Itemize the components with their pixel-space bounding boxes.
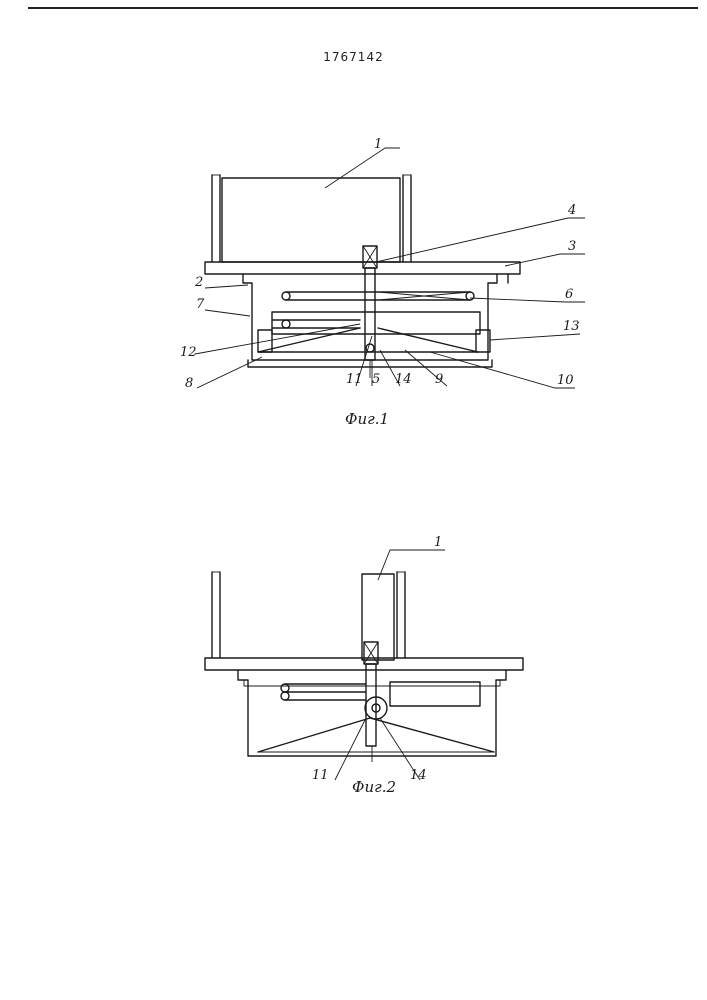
label-1-fig2: 1 [434, 535, 442, 550]
label-9: 9 [435, 372, 443, 387]
label-3: 3 [568, 239, 576, 254]
label-4: 4 [567, 203, 576, 218]
figure-2: 1 11 14 Фиг.2 [205, 535, 523, 796]
spring-6 [286, 292, 470, 300]
figure-2-caption: Фиг.2 [352, 778, 396, 796]
label-6: 6 [565, 287, 573, 302]
label-14: 14 [395, 372, 412, 387]
label-7: 7 [196, 297, 205, 312]
block-7 [272, 312, 480, 334]
label-1: 1 [374, 137, 382, 152]
container-1 [222, 178, 400, 262]
left-wall [212, 175, 220, 262]
label-10: 10 [557, 373, 574, 388]
label-2: 2 [194, 275, 203, 290]
label-11: 11 [346, 372, 363, 387]
label-11-fig2: 11 [312, 768, 329, 783]
label-5: 5 [372, 372, 380, 387]
label-12: 12 [180, 345, 197, 360]
label-13: 13 [563, 319, 580, 334]
label-8: 8 [185, 376, 193, 391]
figure-1-caption: Фиг.1 [345, 410, 389, 428]
right-wall [403, 175, 411, 262]
label-14-fig2: 14 [410, 768, 427, 783]
figure-1: 1 2 3 4 5 6 7 8 9 10 11 12 13 14 Фиг.1 [180, 137, 585, 428]
housing-fig2 [238, 670, 506, 756]
left-wall-2 [212, 572, 220, 658]
